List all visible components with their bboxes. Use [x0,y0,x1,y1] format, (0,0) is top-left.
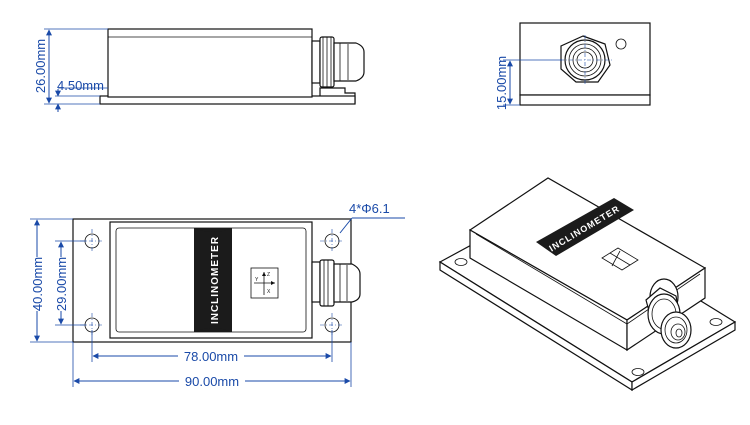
length-inner-label: 78.00mm [184,349,238,364]
end-cable-gland [560,35,612,86]
width-inner-label: 29.00mm [54,257,69,311]
hole-spec-label: 4*Φ6.1 [349,201,390,216]
axis-x: X [267,289,271,295]
end-base-plate [519,94,651,106]
axis-sticker: Z Y X [250,267,279,299]
axis-y: Y [255,277,259,283]
top-label-text: INCLINOMETER [210,236,221,324]
mounting-hole [320,229,344,253]
length-outer-label: 90.00mm [185,374,239,389]
end-led-hole [615,38,627,50]
top-view: INCLINOMETER Z Y X 4*Φ6.1 [28,201,405,389]
iso-label-band [536,198,634,256]
side-height-label: 26.00mm [33,39,48,93]
side-view: 26.00mm 4.50mm [33,28,365,112]
side-housing [107,28,313,98]
connector-height-label: 15.00mm [494,56,509,110]
width-outer-label: 40.00mm [30,257,45,311]
isometric-view: INCLINOMETER [438,177,737,392]
end-view: 15.00mm [494,22,651,110]
side-cable-gland [311,36,365,88]
top-cable-gland [311,259,361,307]
base-thickness-label: 4.50mm [57,78,104,93]
axis-z: Z [267,272,270,278]
iso-cable-gland [645,278,692,349]
